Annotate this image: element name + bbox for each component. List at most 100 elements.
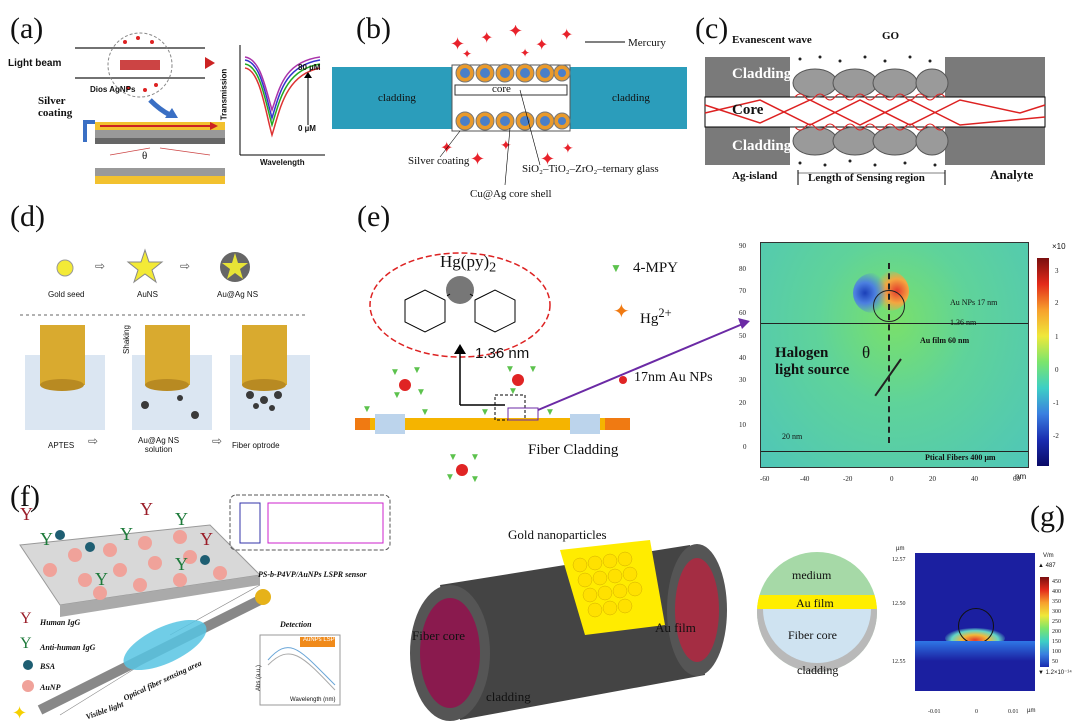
optrode-label: Fiber optrode (232, 441, 280, 450)
cb-g-350: 350 (1052, 599, 1061, 605)
svg-text:✦: ✦ (450, 34, 465, 54)
cb-g-250: 250 (1052, 619, 1061, 625)
svg-text:✦: ✦ (470, 149, 485, 169)
cb-scale-e: ×10 (1052, 242, 1066, 251)
transmission-axis: Transmission (219, 68, 229, 121)
dios-label: Dios AgNPs (90, 85, 136, 94)
hg-label: Hg2+ (640, 306, 672, 328)
svg-text:▼: ▼ (505, 364, 515, 375)
anti-igg-label: Anti-human IgG (40, 643, 96, 652)
g-unit-y: µm (896, 546, 905, 552)
auag-label: Au@Ag NS (217, 290, 259, 299)
cb-max-g: ▲ 487 (1038, 563, 1056, 569)
xtick-0: 0 (890, 475, 894, 483)
conc-low: 0 µM (298, 124, 316, 133)
map-aufilm: Au film 60 nm (920, 336, 970, 345)
svg-text:▼: ▼ (412, 365, 422, 376)
svg-text:Y: Y (20, 610, 32, 627)
panel-e-molecule: ▼▼▼▼ ▼▼▼ ▼▼▼▼ ▼▼▼▼ ▼ ✦ (355, 252, 750, 485)
inset-x: Wavelength (nm) (290, 697, 336, 703)
g-xtick-3: 0.01 (1008, 709, 1019, 715)
colorbar-e (1037, 258, 1049, 466)
g-ytick-2: 12.50 (892, 601, 906, 607)
cladding-g-label: cladding (486, 689, 531, 704)
shell-label: Cu@Ag core shell (470, 188, 552, 200)
svg-text:✦: ✦ (613, 301, 630, 323)
cladding-left-label: cladding (378, 92, 416, 104)
aunp-label: AuNP (40, 683, 61, 692)
panel-g-label: (g) (1030, 500, 1065, 533)
ytick-0: 0 (743, 443, 747, 451)
cb-g-150: 150 (1052, 639, 1061, 645)
au-film-label: Au film (655, 620, 696, 635)
svg-text:⇨: ⇨ (180, 259, 190, 273)
panel-c-label: (c) (695, 12, 729, 45)
panel-b-diagram: ✦✦✦✦✦ ✦✦ ✦✦✦✦✦ (332, 25, 687, 186)
panel-b-label: (b) (356, 12, 391, 45)
ytick-40: 40 (739, 354, 747, 362)
svg-text:▼: ▼ (545, 407, 555, 418)
svg-text:▼: ▼ (416, 387, 426, 398)
complex-sub: 2 (489, 259, 497, 276)
silver-coating-label: Silver coating (38, 95, 72, 119)
xtick-m40: -40 (800, 475, 810, 483)
xtick-60: 60 (1013, 475, 1021, 483)
cb-g-400: 400 (1052, 589, 1061, 595)
xtick-m60: -60 (760, 475, 770, 483)
cb-e-tick-2: 2 (1055, 299, 1059, 307)
map-halogen: Halogen light source (775, 345, 849, 379)
ytick-70: 70 (739, 287, 747, 295)
cs-core: Fiber core (788, 628, 837, 642)
wavelength-axis: Wavelength (260, 158, 305, 167)
gold-seed-label: Gold seed (48, 290, 85, 299)
field-map-g (915, 553, 1035, 691)
ytick-90: 90 (739, 242, 747, 250)
solution-line2: solution (144, 445, 173, 454)
svg-text:▼: ▼ (362, 404, 372, 415)
aunps-label: 17nm Au NPs (634, 370, 713, 385)
svg-text:✦: ✦ (562, 142, 574, 157)
light-beam-label: Light beam (8, 58, 62, 69)
silver-coating-line1: Silver (38, 95, 66, 107)
svg-text:✦: ✦ (540, 149, 555, 169)
xtick-m20: -20 (843, 475, 853, 483)
g-unit-x: µm (1027, 708, 1036, 714)
xtick-20: 20 (929, 475, 937, 483)
g-substrate (915, 641, 1035, 691)
svg-text:▼: ▼ (508, 386, 518, 397)
svg-text:Y: Y (40, 529, 53, 549)
ytick-50: 50 (739, 332, 747, 340)
cs-aufilm: Au film (796, 596, 834, 610)
panel-f-label: (f) (10, 480, 40, 513)
svg-text:✦: ✦ (520, 46, 530, 60)
aptes-label: APTES (48, 441, 75, 450)
panel-d-diagram: ⇨ ⇨ ⇨ ⇨ (20, 248, 310, 448)
colorbar-e-ticks: 3 2 1 0 -1 -2 (1053, 267, 1059, 440)
cb-g-450: 450 (1052, 579, 1061, 585)
evanescent-label: Evanescent wave (732, 34, 812, 46)
map-aunps: Au NPs 17 nm (950, 298, 998, 307)
cb-g-100: 100 (1052, 649, 1061, 655)
solution-line1: Au@Ag NS (138, 436, 180, 445)
svg-text:Y: Y (200, 529, 213, 549)
inset-tag: AuNPs LSPR (303, 637, 340, 643)
svg-text:▼: ▼ (445, 472, 455, 483)
svg-text:✦: ✦ (500, 139, 512, 154)
cb-g-300: 300 (1052, 609, 1061, 615)
map-theta: θ (862, 343, 871, 362)
svg-text:▼: ▼ (528, 364, 538, 375)
map-unit: nm (1015, 472, 1027, 481)
g-xtick-1: -0.01 (928, 709, 941, 715)
svg-text:Y: Y (20, 504, 33, 524)
cb-max-value: 487 (1045, 563, 1056, 569)
ytick-10: 10 (739, 421, 747, 429)
colorbar-g-ticks: 450 400 350 300 250 200 150 100 50 (1052, 579, 1061, 665)
fiber-cladding-label: Fiber Cladding (528, 442, 619, 458)
sensing-label: Length of Sensing region (808, 172, 925, 184)
halogen-line2: light source (775, 362, 850, 378)
svg-text:Y: Y (140, 499, 153, 519)
panel-a-diagram (75, 32, 325, 184)
human-igg-label: Human IgG (40, 618, 81, 627)
distance-label: 1.36 nm (475, 345, 530, 362)
cladding-bottom-c: Cladding (732, 138, 792, 154)
